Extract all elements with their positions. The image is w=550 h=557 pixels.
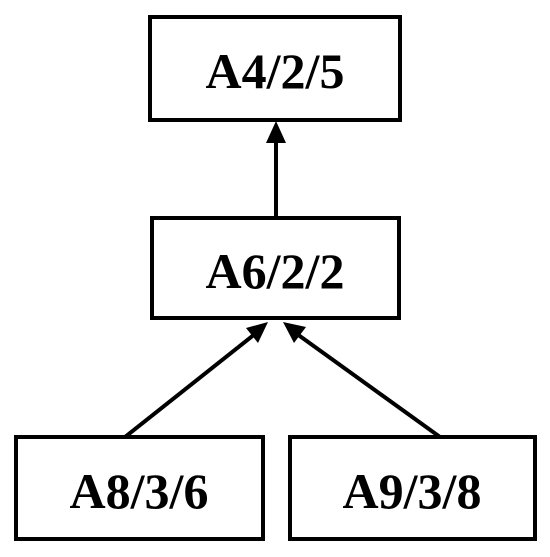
node-bottom-right-label: A9/3/8: [343, 463, 482, 519]
node-bottom-right: A9/3/8: [288, 435, 537, 541]
node-middle-label: A6/2/2: [206, 243, 345, 299]
node-bottom-left-label: A8/3/6: [70, 463, 209, 519]
arrowhead: [283, 322, 306, 343]
node-bottom-left: A8/3/6: [14, 435, 265, 541]
node-middle: A6/2/2: [150, 216, 401, 320]
edge-middle-to-top: [266, 121, 286, 218]
arrowhead: [246, 322, 268, 343]
node-top-label: A4/2/5: [206, 43, 345, 99]
arrowhead: [266, 121, 286, 143]
edge-bottom-right-to-middle: [283, 322, 442, 439]
edge-bottom-left-to-middle: [123, 322, 268, 439]
node-top: A4/2/5: [148, 15, 402, 122]
